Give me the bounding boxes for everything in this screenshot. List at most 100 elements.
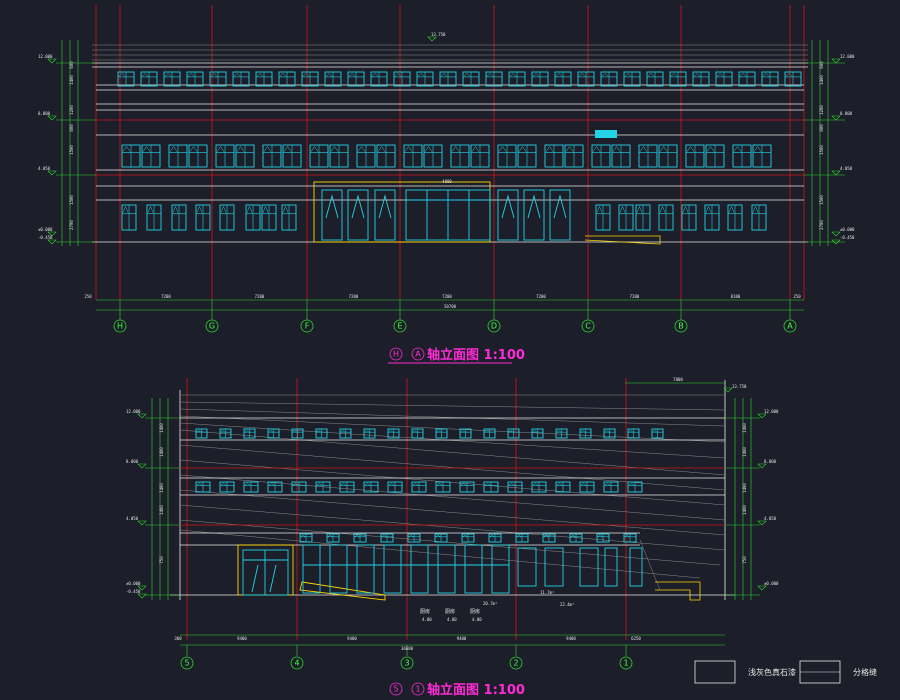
window-3f-4	[291, 428, 304, 439]
level-text-right-2: 4.050	[764, 516, 777, 521]
level-marker-left-0	[47, 58, 57, 64]
window-3f-5	[232, 71, 250, 87]
window-2f-18	[627, 481, 643, 493]
window-2f-3	[267, 481, 283, 493]
window-1f-left-3	[195, 204, 211, 231]
window-1f-right-2	[635, 204, 651, 231]
title-axis-start: 5	[393, 685, 398, 694]
window-3f-17	[508, 71, 526, 87]
elevation-1-right-dimensions	[804, 40, 845, 246]
window-3f-8	[301, 71, 319, 87]
window-3f-1	[140, 71, 158, 87]
window-3f-24	[669, 71, 687, 87]
window-3f-12	[483, 428, 496, 439]
room-label-1: 厨房	[420, 608, 430, 615]
window-2f-8	[387, 481, 403, 493]
level-marker-left-3	[47, 231, 57, 237]
room-value-3: 4.00	[472, 617, 482, 622]
level-text-right-1: 8.800	[764, 459, 777, 464]
level-marker-right-2	[831, 170, 841, 176]
axis-bubble-1	[290, 656, 304, 670]
axis-label-2: F	[305, 322, 310, 331]
level-text-right-0: 12.000	[764, 409, 779, 414]
window-3f-3	[267, 428, 280, 439]
window-2f-1	[219, 481, 235, 493]
window-2f-3b	[282, 144, 302, 168]
bay-dimension-0: 9400	[237, 636, 247, 641]
title-axis-start-bubble	[389, 682, 403, 696]
window-2f-13	[507, 481, 523, 493]
window-1f-transom-2	[353, 533, 367, 543]
level-marker-left-2	[47, 170, 57, 176]
axis-bubble-7	[783, 319, 797, 333]
legend-swatch-stone-paint	[694, 660, 736, 684]
elevation-2-right-dimensions	[725, 398, 760, 600]
window-3f-4	[209, 71, 227, 87]
window-1f-right-6	[727, 204, 743, 231]
window-3f-8	[387, 428, 400, 439]
window-1f-left-4	[219, 204, 235, 231]
window-2f-7b	[470, 144, 490, 168]
window-3f-0	[195, 428, 208, 439]
total-dimension: 36600	[401, 646, 414, 651]
window-1f-right-0	[595, 204, 611, 231]
row-dimension-left-3: 800	[69, 124, 74, 132]
window-3f-25	[692, 71, 710, 87]
bay-dimension-6: 8100	[731, 294, 741, 299]
window-2f-4	[291, 481, 307, 493]
window-3f-2	[243, 428, 256, 439]
level-text-left-1: 8.800	[126, 459, 139, 464]
elevation-1-roof-hatch	[92, 44, 808, 61]
bay-dimension-2: 9400	[457, 636, 467, 641]
row-dimension-right-6: 2700	[819, 220, 824, 230]
window-1f-left-5	[245, 204, 261, 231]
title-axis-start: H	[393, 350, 399, 359]
elevation-2-entrance	[237, 544, 386, 601]
window-3f-12	[393, 71, 411, 87]
window-2f-7	[363, 481, 379, 493]
window-2f-17	[603, 481, 619, 493]
level-text-left-4: -0.450	[126, 589, 141, 594]
bay-dimension-0: 7200	[161, 294, 171, 299]
row-dimension-right-1: 1400	[819, 75, 824, 85]
level-marker-right-3	[831, 231, 841, 237]
elevation-2-title: 5 1 轴立面图 1:100	[389, 682, 525, 698]
window-3f-15	[555, 428, 568, 439]
window-1f-right-7	[751, 204, 767, 231]
level-text-right-2: 4.050	[840, 166, 853, 171]
axis-bubble-4	[619, 656, 633, 670]
row-dimension-left-0: 1400	[159, 423, 164, 433]
door-dimension: 4800	[442, 179, 452, 184]
edge-dimension-left: 300	[174, 636, 182, 641]
window-3f-9	[411, 428, 424, 439]
window-3f-18	[531, 71, 549, 87]
row-dimension-left-1: 1400	[159, 447, 164, 457]
window-3f-18	[627, 428, 640, 439]
window-3f-29	[784, 71, 802, 87]
axis-bubble-5	[581, 319, 595, 333]
room-value-2: 4.00	[447, 617, 457, 622]
window-3f-2	[163, 71, 181, 87]
row-dimension-right-1: 1400	[742, 447, 747, 457]
window-1f-right-5	[704, 204, 720, 231]
level-marker-right-2	[757, 520, 767, 526]
window-2f-16	[579, 481, 595, 493]
level-text-left-2: 4.050	[126, 516, 139, 521]
window-1f-left-1	[146, 204, 162, 231]
window-1f-transom-11	[596, 533, 610, 543]
row-dimension-left-2: 1200	[69, 105, 74, 115]
axis-bubble-4	[487, 319, 501, 333]
window-3f-14	[439, 71, 457, 87]
window-2f-5	[315, 481, 331, 493]
window-2f-2a	[215, 144, 235, 168]
window-2f-9b	[564, 144, 584, 168]
window-1f-right-3	[658, 204, 674, 231]
level-marker-left-2	[137, 520, 147, 526]
elevation-1-window-row-2f	[121, 144, 772, 168]
window-3f-3	[186, 71, 204, 87]
top-level-marker	[427, 36, 437, 42]
window-3f-7	[363, 428, 376, 439]
